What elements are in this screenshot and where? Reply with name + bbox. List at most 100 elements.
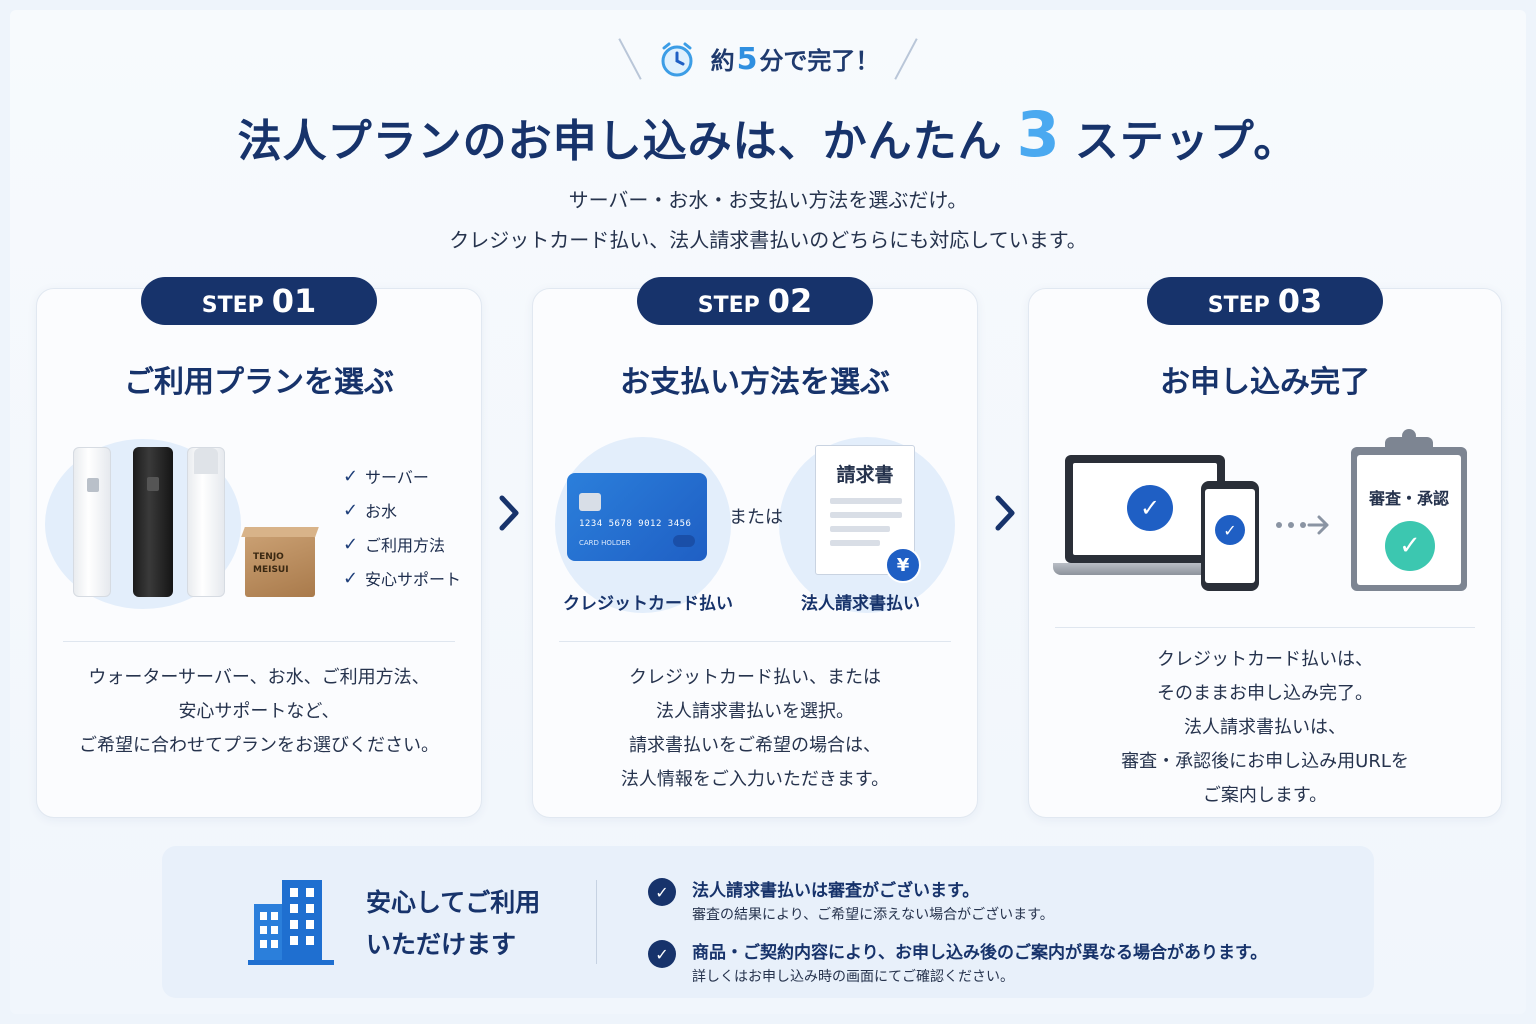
checkmark-icon: ✓ (648, 940, 676, 968)
box-label-line-2: MEISUI (253, 565, 289, 575)
credit-card-image: 1234 5678 9012 3456 CARD HOLDER (567, 473, 707, 561)
step-description-2: クレジットカード払い、または 法人請求書払いを選択。 請求書払いをご希望の場合は… (533, 661, 977, 797)
desc-line: 法人請求書払いは、 (1184, 717, 1346, 738)
page-subtitle: サーバー・お水・お支払い方法を選ぶだけ。 クレジットカード払い、法人請求書払いの… (10, 180, 1526, 260)
water-box-image: TENJO MEISUI (241, 527, 319, 597)
page-title: 法人プランのお申し込みは、かんたん 3 ステップ。 (10, 98, 1526, 171)
card-holder: CARD HOLDER (579, 539, 631, 547)
desc-line: 法人請求書払いを選択。 (656, 701, 854, 722)
desc-line: ウォーターサーバー、お水、ご利用方法、 (88, 667, 430, 688)
checklist-item: ✓ ご利用方法 (343, 527, 461, 561)
water-server-white-image (73, 447, 111, 597)
time-suffix: 分で完了！ (759, 47, 880, 75)
or-text: または (729, 507, 783, 528)
desc-line: 安心サポートなど、 (178, 701, 340, 722)
desc-line: ご案内します。 (1202, 785, 1328, 806)
step-pill-2: STEP 02 (637, 277, 873, 325)
label-credit-card: クレジットカード払い (563, 594, 733, 614)
title-step-count: 3 (1016, 98, 1061, 171)
invoice-line (830, 526, 890, 532)
office-building-icon (248, 880, 334, 965)
server-bottle (194, 448, 218, 474)
desc-line: 審査・承認後にお申し込み用URLを (1121, 751, 1409, 772)
step-pill-word: STEP (697, 293, 760, 318)
subtitle-line-1: サーバー・お水・お支払い方法を選ぶだけ。 (568, 188, 968, 212)
alarm-clock-icon (661, 42, 693, 77)
checkmark-icon: ✓ (1385, 521, 1435, 571)
checklist-label: サーバー (365, 468, 429, 487)
desc-line: そのままお申し込み完了。 (1157, 683, 1373, 704)
time-text: 約 5 分で完了！ (711, 41, 880, 77)
step-pill-3: STEP 03 (1147, 277, 1383, 325)
step-title-1: ご利用プランを選ぶ (124, 365, 394, 400)
notes-heading-line-1: 安心してご利用 (366, 888, 541, 917)
chevron-right-icon (990, 488, 1020, 538)
checkmark-icon: ✓ (648, 878, 676, 906)
clipboard-paper: 審査・承認 ✓ (1357, 455, 1461, 585)
checkmark-icon: ✓ (343, 499, 359, 521)
laptop-image: ✓ (1065, 455, 1225, 563)
step-card-2: STEP 02 お支払い方法を選ぶ 1234 5678 9012 3456 CA… (532, 277, 978, 818)
notes-panel: 安心してご利用 いただけます ✓ 法人請求書払いは審査がございます。 審査の結果… (162, 846, 1374, 998)
box-lid (241, 527, 319, 537)
laptop-base (1053, 563, 1237, 575)
desc-line: クレジットカード払いは、 (1157, 649, 1373, 670)
note-text: 法人請求書払いは審査がございます。 審査の結果により、ご希望に添えない場合がござ… (692, 878, 1054, 926)
note-sub-text: 詳しくはお申し込み時の画面にてご確認ください。 (692, 969, 1014, 985)
phone-screen: ✓ (1205, 489, 1255, 583)
laptop-screen: ✓ (1073, 463, 1217, 555)
step-description-1: ウォーターサーバー、お水、ご利用方法、 安心サポートなど、 ご希望に合わせてプラ… (37, 661, 481, 763)
step-title-2: お支払い方法を選ぶ (620, 365, 890, 400)
decor-slash-left (617, 38, 642, 80)
note-item: ✓ 商品・ご契約内容により、お申し込み後のご案内が異なる場合があります。 詳しく… (648, 940, 1267, 988)
invoice-title: 請求書 (836, 464, 894, 486)
label-invoice: 法人請求書払い (801, 594, 920, 614)
card-number: 1234 5678 9012 3456 (579, 519, 692, 529)
title-text-after: ステップ。 (1074, 116, 1299, 167)
water-server-black-image (133, 447, 173, 597)
chevron-right-icon (494, 488, 524, 538)
step-card-1: STEP 01 ご利用プランを選ぶ TENJO MEISUI ✓ サーバー (36, 277, 482, 818)
card-divider (63, 641, 455, 642)
checkmark-icon: ✓ (1127, 485, 1173, 531)
page: 約 5 分で完了！ 法人プランのお申し込みは、かんたん 3 ステップ。 サーバー… (10, 10, 1526, 1014)
time-number: 5 (736, 42, 758, 77)
checkmark-icon: ✓ (1215, 515, 1245, 545)
dotted-arrow-icon (1276, 515, 1329, 535)
card-chip (579, 493, 601, 511)
notes-heading-line-2: いただけます (366, 930, 517, 959)
server-tap (147, 477, 159, 491)
checklist-label: ご利用方法 (365, 536, 446, 555)
clipboard-clip (1385, 437, 1433, 455)
notes-divider (596, 880, 597, 964)
step-description-3: クレジットカード払いは、 そのままお申し込み完了。 法人請求書払いは、 審査・承… (1029, 643, 1501, 813)
note-text: 商品・ご契約内容により、お申し込み後のご案内が異なる場合があります。 詳しくはお… (692, 940, 1267, 988)
box-label-line-1: TENJO (253, 552, 284, 562)
time-prefix: 約 (710, 47, 735, 75)
checklist-item: ✓ サーバー (343, 459, 461, 493)
water-server-bottle-image (187, 447, 225, 597)
checklist-item: ✓ お水 (343, 493, 461, 527)
step-pill-number: 02 (767, 282, 813, 320)
step-card-3: STEP 03 お申し込み完了 ✓ ✓ 審査・承認 ✓ (1028, 277, 1502, 818)
invoice-line (830, 512, 902, 518)
step-title-3: お申し込み完了 (1160, 365, 1370, 400)
checklist-label: お水 (365, 502, 398, 521)
subtitle-line-2: クレジットカード払い、法人請求書払いのどちらにも対応しています。 (449, 228, 1087, 252)
desc-line: 請求書払いをご希望の場合は、 (629, 735, 881, 756)
smartphone-image: ✓ (1201, 481, 1259, 591)
note-main-text: 商品・ご契約内容により、お申し込み後のご案内が異なる場合があります。 (692, 943, 1268, 963)
time-badge: 約 5 分で完了！ (10, 32, 1526, 86)
note-item: ✓ 法人請求書払いは審査がございます。 審査の結果により、ご希望に添えない場合が… (648, 878, 1054, 926)
card-logo (673, 535, 695, 547)
desc-line: 法人情報をご入力いただきます。 (620, 769, 890, 790)
server-tap (87, 478, 99, 492)
checklist-label: 安心サポート (365, 570, 462, 589)
checkmark-icon: ✓ (343, 533, 359, 555)
desc-line: クレジットカード払い、または (629, 667, 881, 688)
plan-checklist: ✓ サーバー ✓ お水 ✓ ご利用方法 ✓ 安心サポート (343, 459, 461, 595)
step-pill-number: 03 (1277, 282, 1323, 320)
title-text-before: 法人プランのお申し込みは、かんたん (237, 116, 1003, 167)
invoice-line (830, 540, 880, 546)
desc-line: ご希望に合わせてプランをお選びください。 (79, 735, 439, 756)
